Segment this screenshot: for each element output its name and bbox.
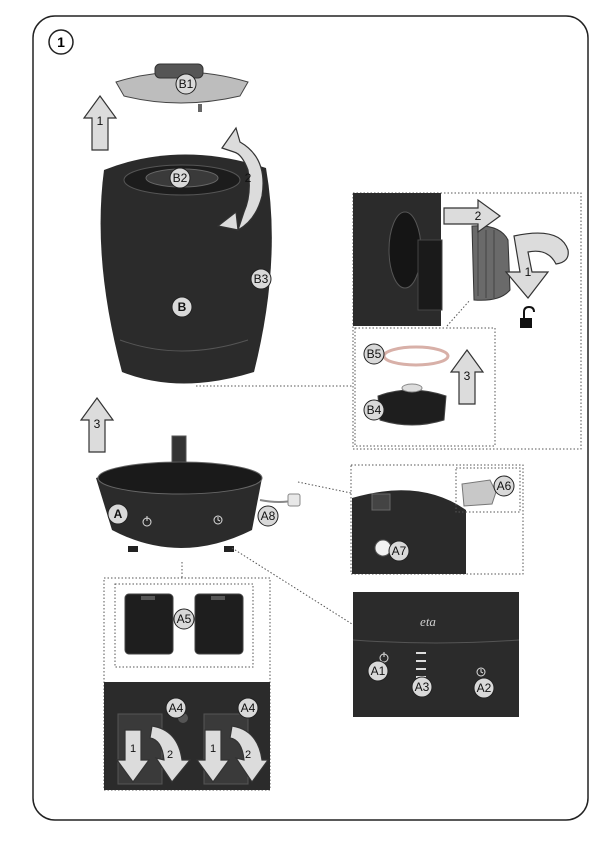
callout-a8: A8 <box>257 505 279 527</box>
callout-a7: A7 <box>388 540 410 562</box>
callout-a4-left: A4 <box>165 697 187 719</box>
svg-text:2: 2 <box>245 171 252 185</box>
arrow-filter-right-turn-2: 2 <box>229 725 270 784</box>
svg-text:2: 2 <box>475 209 482 223</box>
detail-frame-a6 <box>455 467 521 513</box>
svg-text:1: 1 <box>130 743 136 755</box>
callout-b4: B4 <box>363 399 385 421</box>
arrow-rotate-2: 2 <box>216 126 264 232</box>
svg-text:B2: B2 <box>173 171 188 185</box>
svg-text:B4: B4 <box>367 403 382 417</box>
svg-text:A5: A5 <box>177 612 192 626</box>
svg-text:2: 2 <box>245 749 251 761</box>
svg-text:2: 2 <box>167 749 173 761</box>
power-cord-a8 <box>259 493 301 507</box>
arrow-filter-left-down-1: 1 <box>115 729 151 784</box>
leader-panel <box>231 547 353 625</box>
photo-control-panel: eta <box>352 592 520 717</box>
svg-text:1: 1 <box>210 743 216 755</box>
callout-b1: B1 <box>175 73 197 95</box>
arrow-float-up-3: 3 <box>449 348 485 405</box>
arrow-cap-pull-2: 2 <box>443 198 502 234</box>
callout-a6: A6 <box>493 475 515 497</box>
unlock-icon <box>520 305 535 328</box>
svg-text:A: A <box>114 507 123 521</box>
step-badge: 1 <box>48 29 74 55</box>
callout-b5: B5 <box>363 343 385 365</box>
water-tank-b <box>100 154 272 384</box>
svg-text:A3: A3 <box>415 680 430 694</box>
filter-pad-left <box>124 593 174 655</box>
arrow-cap-rotate-1: 1 <box>504 232 569 299</box>
photo-cap-removal <box>353 193 511 326</box>
svg-text:A8: A8 <box>261 509 276 523</box>
step-number: 1 <box>57 34 65 50</box>
svg-text:3: 3 <box>94 417 101 431</box>
svg-text:3: 3 <box>464 369 471 383</box>
detail-frame-bottom <box>350 464 524 575</box>
svg-text:B3: B3 <box>254 272 269 286</box>
callout-a5: A5 <box>173 608 195 630</box>
panel-power-icon <box>379 652 389 663</box>
svg-text:1: 1 <box>525 265 532 279</box>
detail-frame-float <box>354 327 496 447</box>
arrow-up-1: 1 <box>82 94 118 151</box>
svg-text:A4: A4 <box>241 701 256 715</box>
callout-a3: A3 <box>411 676 433 698</box>
callout-b: B <box>171 296 193 318</box>
callout-b2: B2 <box>169 167 191 189</box>
leader-float <box>446 299 471 327</box>
callout-a1: A1 <box>367 660 389 682</box>
arrow-filter-right-down-1: 1 <box>195 729 231 784</box>
svg-text:A7: A7 <box>392 544 407 558</box>
arrow-up-3: 3 <box>79 396 115 453</box>
callout-b3: B3 <box>250 268 272 290</box>
arrow-filter-left-turn-2: 2 <box>149 725 192 784</box>
svg-text:B1: B1 <box>179 77 194 91</box>
svg-text:A6: A6 <box>497 479 512 493</box>
svg-text:B: B <box>178 300 187 314</box>
callout-a2: A2 <box>473 677 495 699</box>
svg-text:B5: B5 <box>367 347 382 361</box>
detail-frame-filter-pads <box>114 583 254 668</box>
filter-pad-right <box>194 593 244 655</box>
timer-icon <box>213 515 223 525</box>
svg-text:A4: A4 <box>169 701 184 715</box>
svg-text:1: 1 <box>97 114 104 128</box>
callout-a: A <box>107 503 129 525</box>
photo-base-bottom <box>352 490 466 574</box>
power-icon <box>142 516 152 527</box>
sponge-a6 <box>461 479 497 507</box>
svg-text:A1: A1 <box>371 664 386 678</box>
panel-timer-icon <box>476 667 486 677</box>
float-b4 <box>377 383 447 426</box>
brand-logo: eta <box>420 614 436 629</box>
svg-text:A2: A2 <box>477 681 492 695</box>
base-unit-a <box>96 435 263 552</box>
callout-a4-right: A4 <box>237 697 259 719</box>
